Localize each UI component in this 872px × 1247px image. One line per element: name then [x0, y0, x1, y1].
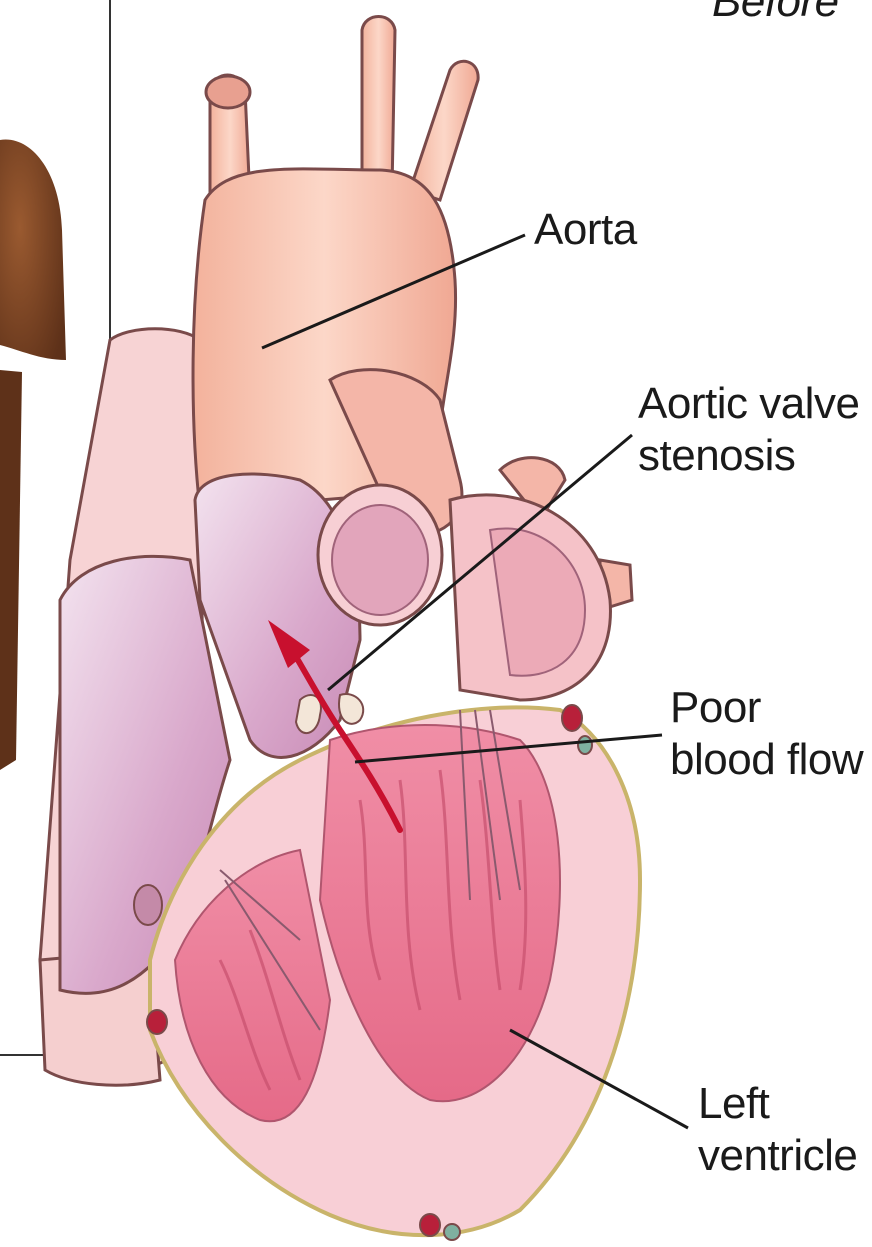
aortic-valve-cusp-2: [339, 694, 363, 724]
poor-blood-flow-label: Poor blood flow: [670, 682, 863, 786]
aorta-branch-mid: [362, 17, 395, 191]
aorta-branch-left-opening: [206, 76, 250, 108]
aortic-valve-stenosis-label: Aortic valve stenosis: [638, 378, 859, 482]
aorta-branch-right: [410, 61, 478, 200]
before-heading: Before: [712, 0, 839, 28]
coronary-sinus: [134, 885, 162, 925]
figure-torso: [0, 370, 22, 770]
pulmonary-valve-inner: [332, 505, 428, 615]
figure-shoulder: [0, 140, 66, 360]
left-ventricle-label-line2: ventricle: [698, 1130, 857, 1182]
poor-blood-flow-label-line2: blood flow: [670, 734, 863, 786]
aortic-valve-label-line2: stenosis: [638, 430, 859, 482]
poor-blood-flow-label-line1: Poor: [670, 682, 863, 734]
aortic-valve-label-line1: Aortic valve: [638, 378, 859, 430]
left-ventricle-label: Left ventricle: [698, 1078, 857, 1182]
left-ventricle-label-line1: Left: [698, 1078, 857, 1130]
aorta-label: Aorta: [534, 204, 637, 256]
